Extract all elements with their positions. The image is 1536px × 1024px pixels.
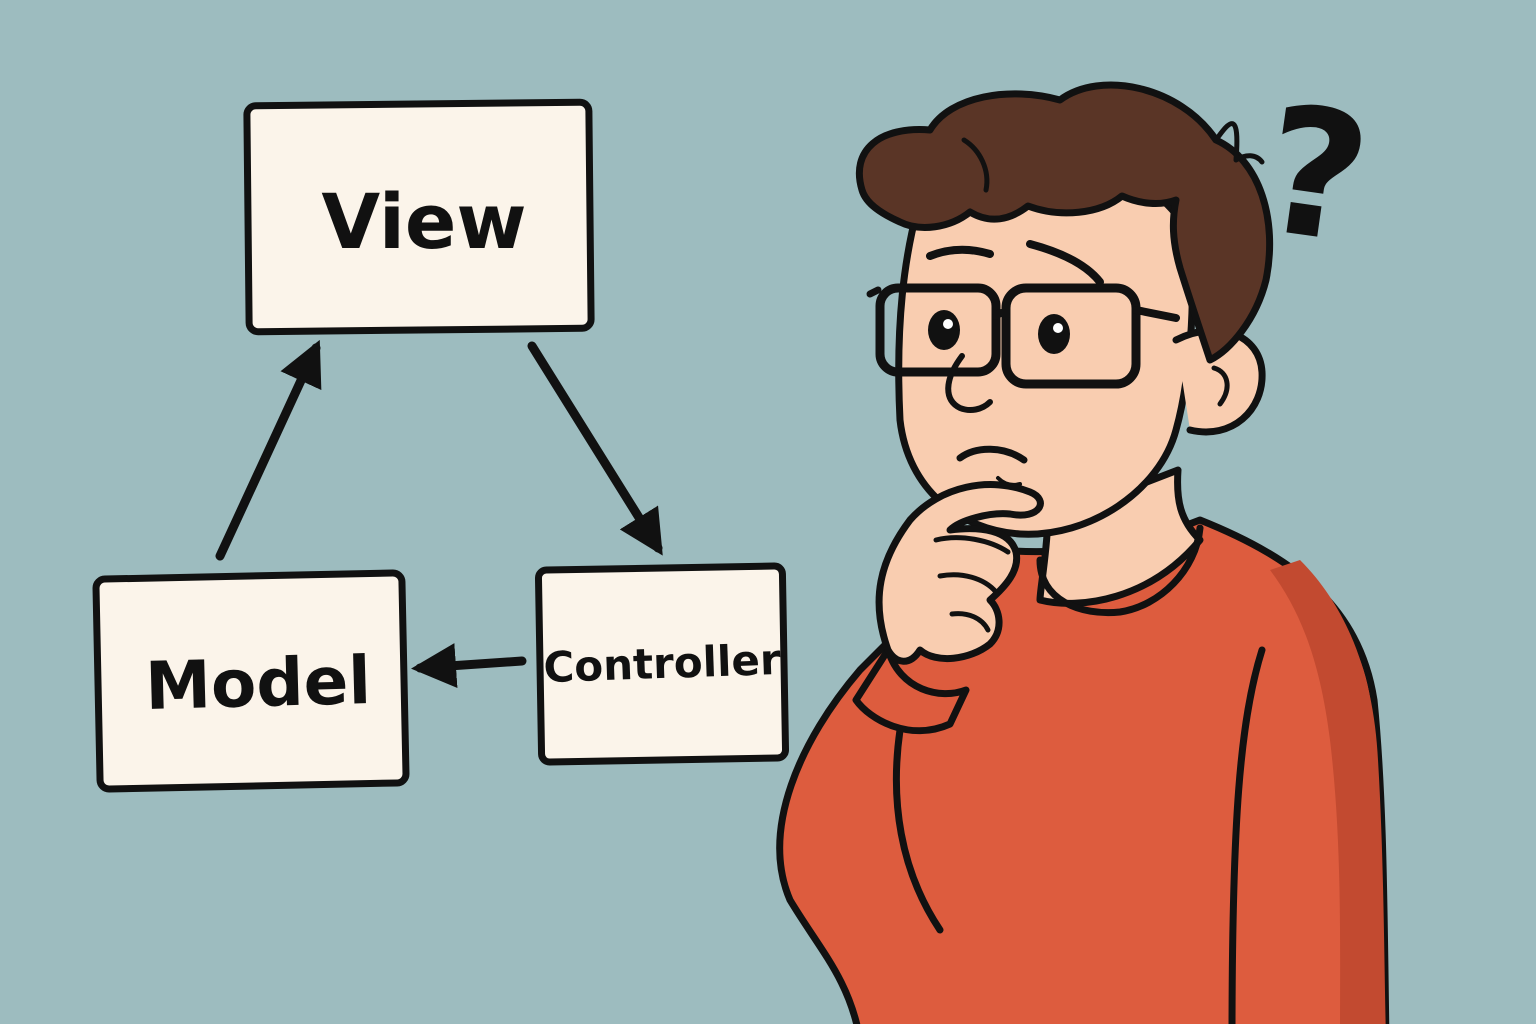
node-controller-label: Controller	[543, 635, 782, 692]
finger-line-3	[949, 611, 991, 633]
node-model-label: Model	[144, 642, 372, 725]
sleeve-fold	[1228, 646, 1266, 1024]
collar	[1036, 524, 1204, 617]
ear-inner	[1211, 365, 1230, 407]
sweater-shadow	[1270, 560, 1386, 1024]
mouth	[956, 445, 1028, 464]
finger-line-1	[933, 535, 1011, 555]
right-eye	[1038, 314, 1070, 354]
hair	[855, 81, 1274, 364]
right-eyebrow	[1026, 240, 1104, 286]
glasses-icon	[866, 283, 1180, 389]
arrow-controller-to-model	[411, 643, 527, 688]
mvc-diagram: View Controller Model	[92, 98, 790, 793]
arrow-view-to-controller	[527, 341, 663, 556]
finger-line-2	[937, 572, 999, 595]
node-view: View	[243, 98, 595, 336]
arrow-model-to-view	[215, 339, 322, 561]
node-view-label: View	[321, 177, 526, 266]
sleeve-cuff	[852, 646, 970, 735]
hair-cowlick	[1213, 121, 1265, 165]
node-controller: Controller	[534, 562, 790, 766]
left-eye	[928, 310, 960, 350]
left-eyebrow	[926, 245, 994, 260]
nose	[945, 353, 993, 413]
node-model: Model	[92, 569, 410, 793]
forearm-line	[892, 726, 944, 934]
confused-person	[776, 81, 1390, 1024]
hair-strand	[961, 137, 990, 193]
